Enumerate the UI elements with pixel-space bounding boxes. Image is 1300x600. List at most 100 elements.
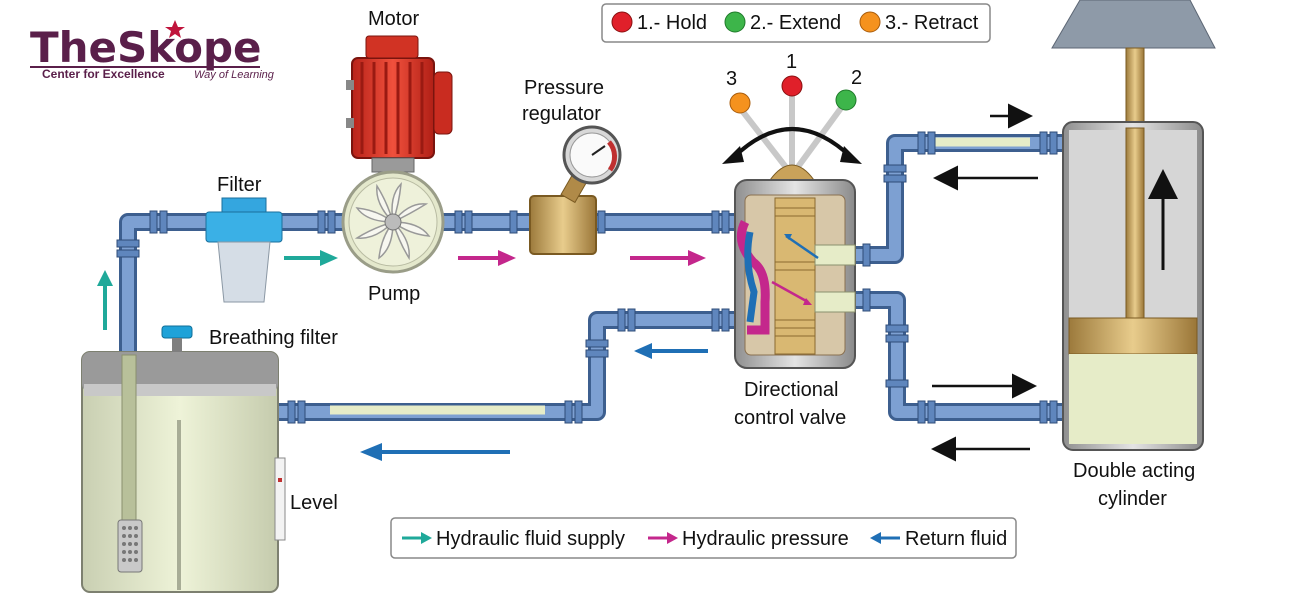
legend-extend: 2.- Extend [750,12,841,34]
regulator-label-line2: regulator [522,103,601,125]
motor-top-box [365,35,419,59]
coupling [509,210,518,234]
motor-coupling [371,157,415,173]
coupling [927,400,936,424]
coupling [721,210,730,234]
pipe-couplings [116,131,1058,424]
return-arrowhead-icon [360,443,382,461]
coupling [597,210,606,234]
level-mark [278,478,282,482]
logo-star-icon [165,20,185,38]
logo: TheSkope Center for Excellence Way of Le… [30,20,275,81]
lever-number-3: 3 [726,68,737,90]
return-pipe [270,311,735,421]
pump-impeller [354,181,431,261]
coupling [862,288,871,312]
coupling [149,210,158,234]
motor-bolt [346,80,354,90]
coupling [564,400,573,424]
piston [1068,317,1198,355]
load-head [1051,0,1216,49]
breathing-filter-stem [172,338,182,352]
lever-knob-extend-icon [835,89,857,111]
filter-head [221,197,267,213]
filter: Filter [205,174,283,303]
pressure-flow-arrow-icon [771,280,809,304]
suction-tube [121,354,137,526]
breathing-filter-label: Breathing filter [209,327,338,349]
lever-number-2: 2 [851,67,862,89]
coupling [885,334,909,343]
coupling [116,239,140,248]
pump: Pump [341,170,445,305]
level-gauge [274,457,286,541]
motor-end-cap [433,71,453,135]
legend-retract: 3.- Retract [885,12,979,34]
hold-dot-icon [611,11,633,33]
coupling [116,249,140,258]
pump-label: Pump [368,283,420,305]
lever-knob-hold-icon [781,75,803,97]
motor-label: Motor [368,8,419,30]
retract-dot-icon [859,11,881,33]
coupling [1049,131,1058,155]
legend-supply-arrow-icon [421,532,432,544]
supply-right-arrowhead-icon [320,250,338,266]
cylinder-label-line2: cylinder [1098,488,1167,510]
coupling [585,339,609,348]
legend-pressure: Hydraulic pressure [682,528,849,550]
coupling [917,131,926,155]
coupling [627,308,636,332]
pressure-arrowhead-icon [688,250,706,266]
tank-air-gap [84,384,276,396]
coupling [1039,400,1048,424]
coupling [927,131,936,155]
logo-tagline-left: Center for Excellence [42,67,165,81]
extend-dot-icon [724,11,746,33]
pressure-passage [736,219,770,335]
filter-bowl [217,241,271,303]
logo-underline [30,66,260,68]
coupling [617,308,626,332]
coupling [585,349,609,358]
coupling [1039,131,1048,155]
cylinder-top-pipe [855,134,1065,264]
coupling [721,308,730,332]
valve-spool [774,197,816,355]
pressure-arrowhead-icon [498,250,516,266]
port-a [814,244,856,266]
arrowhead-icon [803,298,812,305]
legend-pressure-arrow-icon [667,532,678,544]
motor-bolt [346,118,354,128]
coupling [454,210,463,234]
flow-arrows [97,103,1038,462]
regulator-body [529,195,597,255]
lever-knob-retract-icon [729,92,751,114]
lever-3 [737,106,795,177]
logo-tagline-right: Way of Learning [194,69,275,81]
return-pipe-inner [270,314,735,418]
coupling [917,400,926,424]
supply-up-arrowhead-icon [97,270,113,286]
coupling [711,210,720,234]
baffle [177,420,181,590]
cylinder-lower-fluid [1069,354,1197,444]
return-arrowhead-icon [634,343,652,359]
reservoir-tank: Level Breathing filter [81,325,338,593]
logo-name: TheSkope [30,23,262,72]
pump-hub [384,213,402,231]
lever-2 [789,102,847,177]
strainer-holes [122,526,138,562]
return-flow-arrow-icon [785,234,819,260]
motor: Motor [346,8,453,173]
piston-rod-top [1125,47,1145,129]
arrowhead-icon [784,234,792,240]
valve-label-line2: control valve [734,407,846,429]
piston-rod [1125,127,1145,319]
double-acting-cylinder: Double acting cylinder [1051,0,1216,510]
legend-return-arrow-icon [870,532,881,544]
gauge-red-zone [607,140,618,172]
coupling [1049,400,1058,424]
flow-legend: Hydraulic fluid supply Hydraulic pressur… [390,517,1017,559]
